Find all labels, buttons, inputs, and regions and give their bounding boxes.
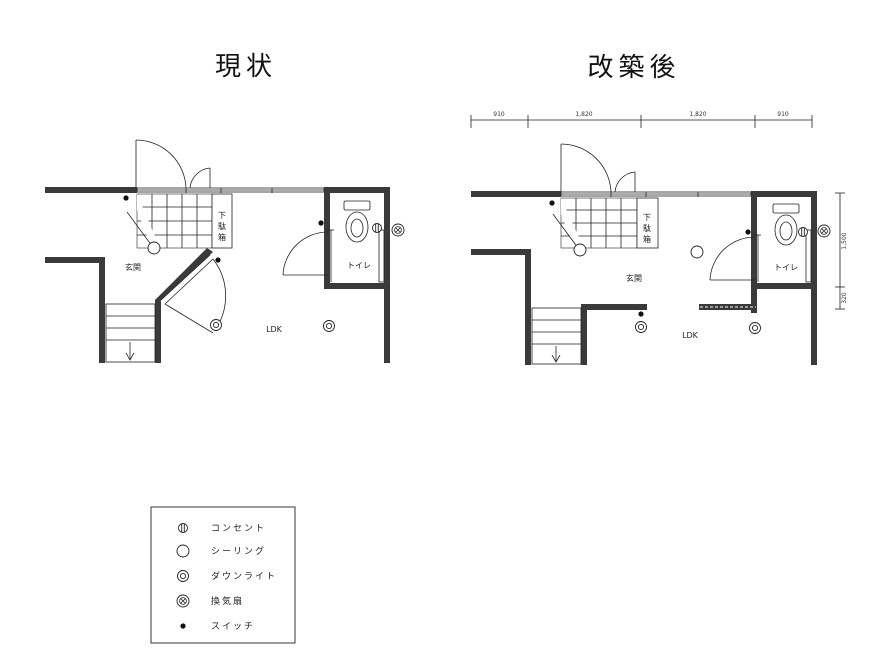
ceiling-light-icon	[690, 245, 704, 259]
exhaust-fan-icon	[176, 594, 190, 608]
dimension-right: 1,500 320	[835, 192, 848, 310]
downlight-icon	[210, 319, 222, 331]
shoebox-label-1: 下	[643, 213, 651, 222]
shoebox-label-1: 下	[218, 211, 226, 220]
wall	[324, 283, 390, 289]
after-plan: 910 1,820 1,820 910 1,500 320	[470, 111, 848, 365]
wall	[324, 187, 390, 193]
wall	[525, 249, 531, 365]
shoebox-label-2: 駄	[218, 221, 226, 231]
wall	[471, 249, 531, 255]
legend-label-downlight: ダウンライト	[211, 570, 277, 582]
ceiling-light-icon	[147, 241, 161, 255]
switch-icon	[215, 257, 221, 263]
stairs	[105, 303, 156, 363]
switch-icon	[123, 195, 129, 201]
dimension-top: 910 1,820 1,820 910	[470, 111, 813, 128]
toilet-fixture	[343, 200, 371, 243]
legend-label-ceiling: シーリング	[211, 545, 266, 557]
downlight-icon	[749, 322, 761, 334]
legend-label-switch: スイッチ	[211, 621, 255, 632]
legend-box	[150, 506, 296, 644]
wall	[751, 191, 757, 313]
current-title: 現状	[215, 52, 277, 82]
wall	[581, 304, 647, 310]
legend-label-outlet: コンセント	[211, 523, 266, 534]
outlet-icon	[178, 523, 188, 533]
shoebox	[211, 193, 233, 249]
dim-1820-b: 1,820	[689, 111, 706, 118]
switch-icon	[638, 311, 644, 317]
switch-icon	[745, 229, 751, 235]
exhaust-fan-icon	[817, 224, 831, 238]
dim-910-left: 910	[493, 111, 505, 118]
shoebox-label-3: 箱	[643, 234, 651, 244]
dim-1500: 1,500	[841, 232, 848, 249]
downlight-icon	[635, 321, 647, 333]
wall	[581, 304, 587, 365]
outlet-icon	[798, 227, 808, 237]
exhaust-fan-icon	[391, 223, 405, 237]
toilet-label: トイレ	[774, 263, 798, 272]
legend-label-fan: 換気扇	[211, 595, 244, 607]
switch-icon	[180, 623, 186, 629]
legend: コンセント シーリング ダウンライト 換気扇 スイッチ	[150, 506, 296, 644]
after-title: 改築後	[587, 53, 680, 83]
toilet-label: トイレ	[347, 261, 371, 270]
dim-1820-a: 1,820	[575, 111, 592, 118]
switch-icon	[318, 220, 324, 226]
wall	[751, 191, 817, 197]
dim-320: 320	[841, 292, 848, 304]
dim-910-right: 910	[777, 111, 789, 118]
ceiling-light-icon	[573, 243, 587, 257]
wall	[324, 187, 330, 289]
genkan-label: 玄関	[125, 262, 141, 272]
wall	[155, 248, 213, 300]
current-plan: 下 駄 箱 玄関 トイレ	[45, 139, 405, 363]
wall	[99, 257, 105, 363]
toilet-fixture	[772, 203, 800, 246]
ldk-label: LDK	[682, 331, 699, 340]
switch-icon	[549, 200, 555, 206]
wall	[45, 187, 137, 193]
wall	[751, 283, 817, 289]
ldk-label: LDK	[266, 325, 283, 334]
stairs	[531, 307, 582, 365]
wall	[45, 257, 105, 263]
wall	[384, 187, 390, 363]
entrance-tile-floor	[126, 193, 213, 249]
shoebox-label-3: 箱	[218, 232, 226, 242]
outlet-icon	[372, 223, 382, 233]
ceiling-light-icon	[176, 544, 190, 558]
wall	[155, 300, 161, 363]
downlight-icon	[323, 320, 335, 332]
shoebox	[636, 197, 659, 249]
genkan-label: 玄関	[626, 273, 642, 283]
wall	[811, 191, 817, 365]
downlight-icon	[177, 570, 189, 582]
wall	[471, 191, 561, 197]
entrance-tile-floor	[552, 197, 638, 249]
shoebox-label-2: 駄	[643, 223, 651, 233]
